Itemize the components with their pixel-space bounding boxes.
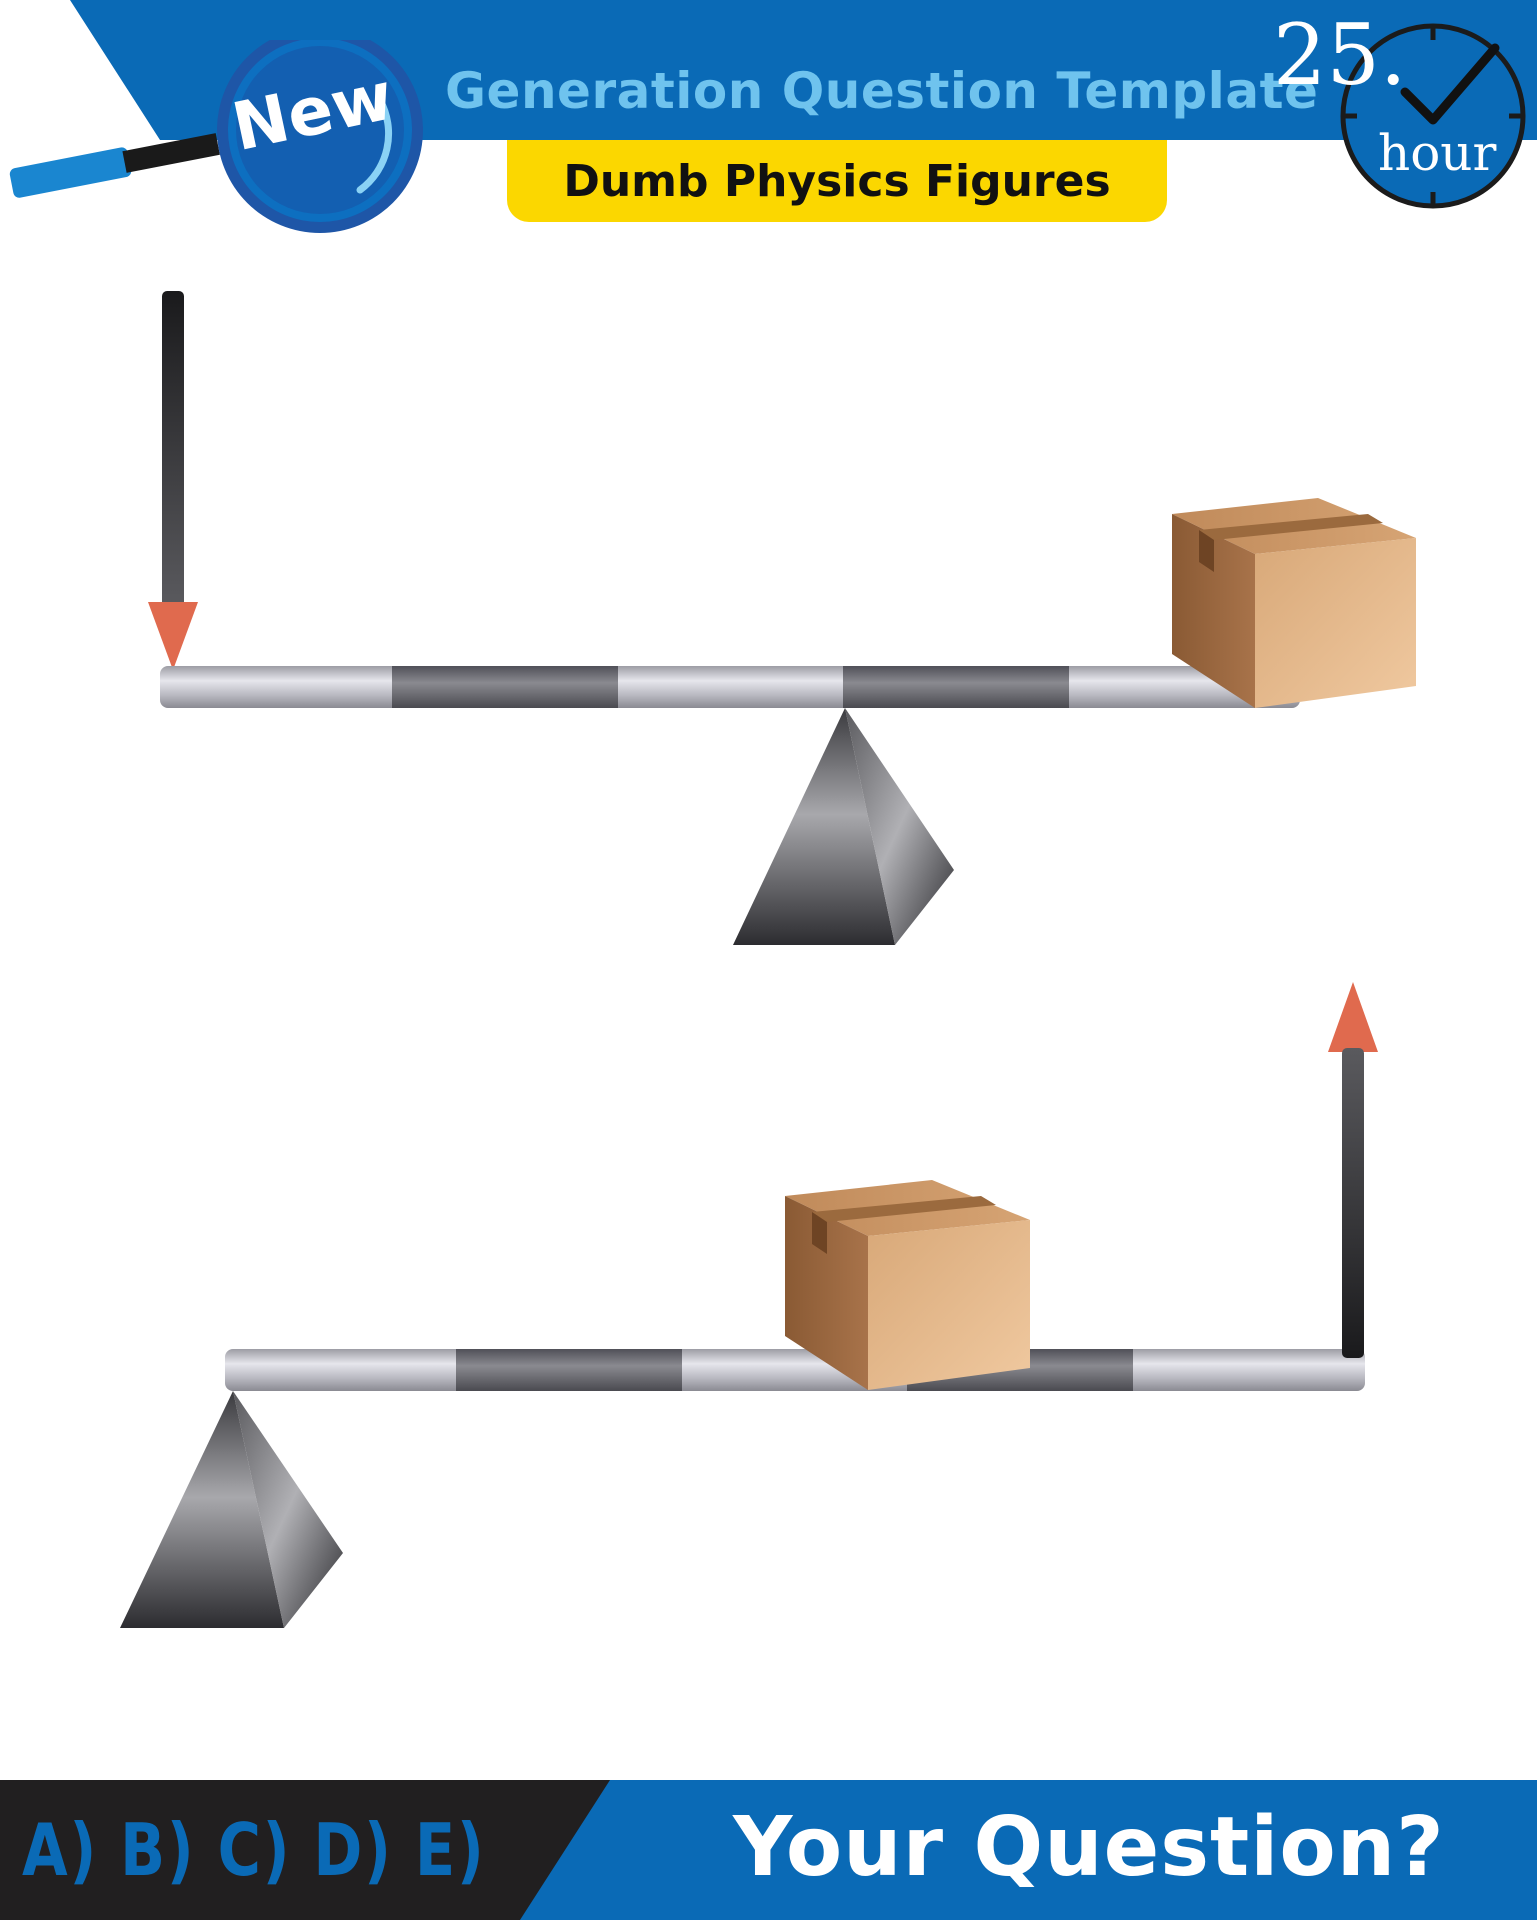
lever-bar-2 [225, 1349, 1365, 1391]
subtitle-text: Dumb Physics Figures [563, 155, 1111, 207]
fulcrum-2 [120, 1391, 343, 1628]
clock-unit: hour [1378, 124, 1497, 182]
page-title: Generation Question Template [445, 62, 1319, 120]
subtitle-banner: Dumb Physics Figures [507, 140, 1167, 222]
figure-2-lever [120, 982, 1378, 1628]
clock-number: 25. [1273, 6, 1407, 104]
fulcrum-1 [733, 708, 954, 945]
footer-answers-panel [0, 1780, 610, 1920]
figure-1-lever [148, 291, 1416, 945]
box-2 [785, 1180, 1030, 1390]
answer-choices: A) B) C) D) E) [22, 1808, 486, 1892]
clock-icon [1340, 23, 1526, 209]
box-1 [1172, 498, 1416, 708]
checkmark-icon [1400, 43, 1500, 125]
down-arrow-icon [148, 291, 198, 670]
lever-bar-1 [160, 666, 1300, 708]
up-arrow-icon [1328, 982, 1378, 1358]
question-prompt: Your Question? [733, 1800, 1445, 1895]
magnifier-icon [9, 40, 423, 233]
